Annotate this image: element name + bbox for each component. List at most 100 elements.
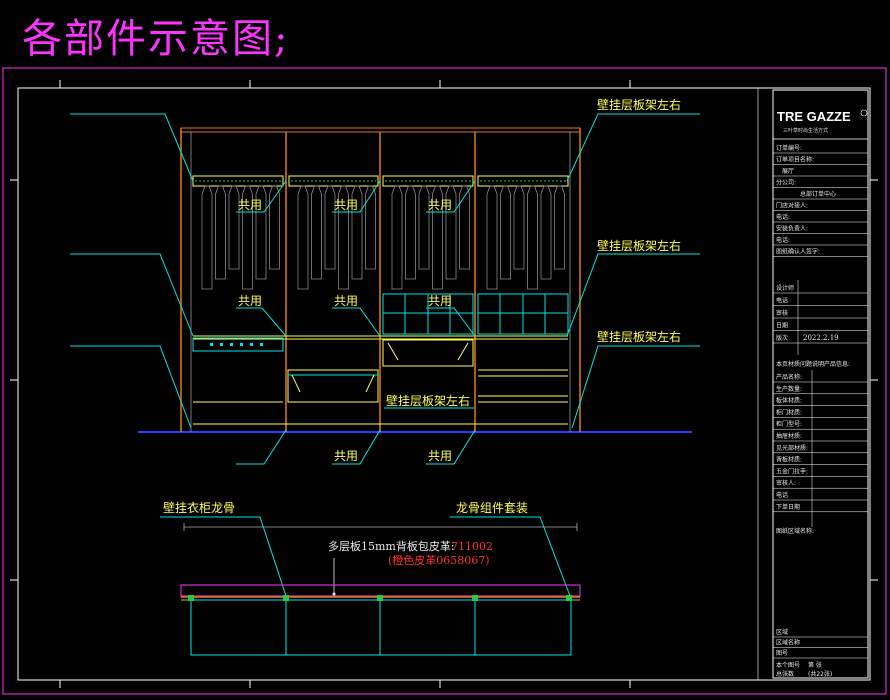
- title-block-row: 日期: [776, 322, 788, 330]
- leader-lines: [70, 113, 700, 465]
- callout-low-right: 壁挂层板架左右: [597, 329, 681, 344]
- logo-subtitle: 三叶草时尚生活方式: [783, 127, 828, 134]
- inner-frame: [17, 87, 871, 681]
- total-label: 总张数: [776, 670, 794, 678]
- garment: [228, 185, 240, 270]
- remark-label: 图纸区域名称:: [776, 527, 814, 535]
- total-value: (共22张): [808, 670, 832, 678]
- title-block-row: 电话:: [776, 213, 790, 221]
- title-block-row: 审核: [776, 309, 788, 317]
- title-block-row: 柜门材质:: [776, 408, 802, 416]
- callout-center: 壁挂层板架左右: [386, 393, 470, 408]
- hanging-garments: [201, 185, 565, 290]
- callout-top-right: 壁挂层板架左右: [597, 97, 681, 112]
- shared-label: 共用: [334, 294, 358, 308]
- title-block-row: 审核人:: [776, 479, 796, 487]
- garment: [297, 185, 309, 290]
- page-label: 本个图号: [776, 661, 800, 669]
- page-title: 各部件示意图;: [22, 16, 290, 62]
- title-block-row: 抽屉材质:: [776, 432, 802, 440]
- shared-label: 共用: [428, 449, 452, 463]
- title-block-row: 电话:: [776, 236, 790, 244]
- title-block-row: 设计师: [776, 284, 794, 292]
- frame-ticks: [10, 80, 878, 688]
- title-block-row: 版次: [776, 334, 788, 342]
- bay2-tray: [287, 369, 379, 403]
- section-right-label: 龙骨组件套装: [456, 501, 528, 515]
- mid-shelves: [193, 335, 568, 340]
- materials-note: 本页材质问题说明产品信息:: [776, 360, 850, 368]
- title-block-row: 分公司:: [776, 179, 796, 187]
- garment: [500, 185, 511, 280]
- top-rail: [180, 127, 581, 133]
- shared-label: 共用: [428, 198, 452, 212]
- garment: [311, 185, 322, 280]
- rail-section: 壁挂衣柜龙骨 龙骨组件套装 多层板15mm背板包皮革: 711002 (橙色皮革…: [160, 500, 581, 656]
- title-block-row: 总部订单中心: [800, 190, 836, 198]
- garment: [391, 185, 403, 290]
- title-block-row: 门店对接人:: [776, 202, 808, 210]
- wardrobe-elevation: [138, 127, 692, 433]
- title-block-row: 下单日期: [776, 503, 800, 511]
- garment: [255, 185, 267, 280]
- title-block: TRE GAZZE 三叶草时尚生活方式 订单编号:订单项目名称:展厅分公司:总部…: [757, 88, 869, 680]
- leather-code: 711002: [451, 540, 493, 553]
- back-panel: [180, 584, 581, 597]
- section-left-label: 壁挂衣柜龙骨: [163, 500, 235, 515]
- title-block-row: 订单项目名称:: [776, 156, 814, 164]
- material-fields: 产品名称:生产数量:板体材质:柜门材质:柜门型号:抽屉材质:见光部材质:背板材质…: [773, 370, 868, 527]
- garment: [242, 185, 253, 290]
- shared-label: 共用: [334, 449, 358, 463]
- uprights: [180, 128, 581, 432]
- garment: [432, 185, 443, 290]
- drawing-date: 2022.2.19: [803, 334, 839, 342]
- title-block-row: 图号: [776, 650, 788, 657]
- title-block-row: 安装负责人:: [776, 225, 808, 233]
- bay4-cubbies: [477, 293, 569, 335]
- garment: [554, 185, 565, 270]
- shared-label: 共用: [238, 294, 262, 308]
- garment: [351, 185, 363, 280]
- garment: [459, 185, 470, 270]
- garment: [405, 185, 416, 280]
- shared-label: 共用: [428, 294, 452, 308]
- title-block-row: 区域名称: [776, 639, 800, 647]
- title-block-row: 五金门拉手:: [776, 467, 808, 475]
- title-block-row: 背板材质:: [776, 456, 802, 464]
- title-block-row: 展厅: [782, 168, 794, 175]
- title-block-row: 产品名称:: [776, 373, 802, 381]
- rail-brackets: [188, 595, 572, 601]
- order-info-rows: 订单编号:订单项目名称:展厅分公司:总部订单中心门店对接人:电话:安装负责人:电…: [773, 144, 868, 257]
- garment: [486, 185, 498, 290]
- shared-label: 共用: [334, 198, 358, 212]
- title-block-row: 区域: [776, 628, 788, 636]
- garment: [527, 185, 538, 290]
- dimension-text: 多层板15mm背板包皮革:: [328, 539, 455, 553]
- garment: [269, 185, 280, 270]
- garment: [513, 185, 525, 270]
- garment: [540, 185, 552, 280]
- title-block-row: 板体材质:: [776, 397, 802, 405]
- title-block-row: 电话: [776, 491, 788, 499]
- page-value: 第 张: [808, 661, 822, 669]
- title-block-row: 柜门型号:: [776, 420, 802, 428]
- garment: [201, 185, 213, 290]
- garment: [338, 185, 349, 290]
- callout-mid-right: 壁挂层板架左右: [597, 238, 681, 253]
- shared-label: 共用: [238, 198, 262, 212]
- leather-note: (橙色皮革0658067): [388, 553, 490, 567]
- title-block-row: 图纸确认人签字:: [776, 248, 820, 256]
- garment: [324, 185, 336, 270]
- outer-frame: [2, 67, 887, 695]
- left-accessory-tray: [192, 337, 284, 352]
- garment: [215, 185, 226, 280]
- title-block-row: 生产数量:: [776, 385, 802, 393]
- title-block-row: 电话: [776, 297, 788, 305]
- shared-labels: 共用 共用 共用 共用 共用 共用 共用 共用: [238, 198, 452, 463]
- garment: [418, 185, 430, 270]
- garment: [365, 185, 376, 270]
- logo: TRE GAZZE: [777, 109, 851, 124]
